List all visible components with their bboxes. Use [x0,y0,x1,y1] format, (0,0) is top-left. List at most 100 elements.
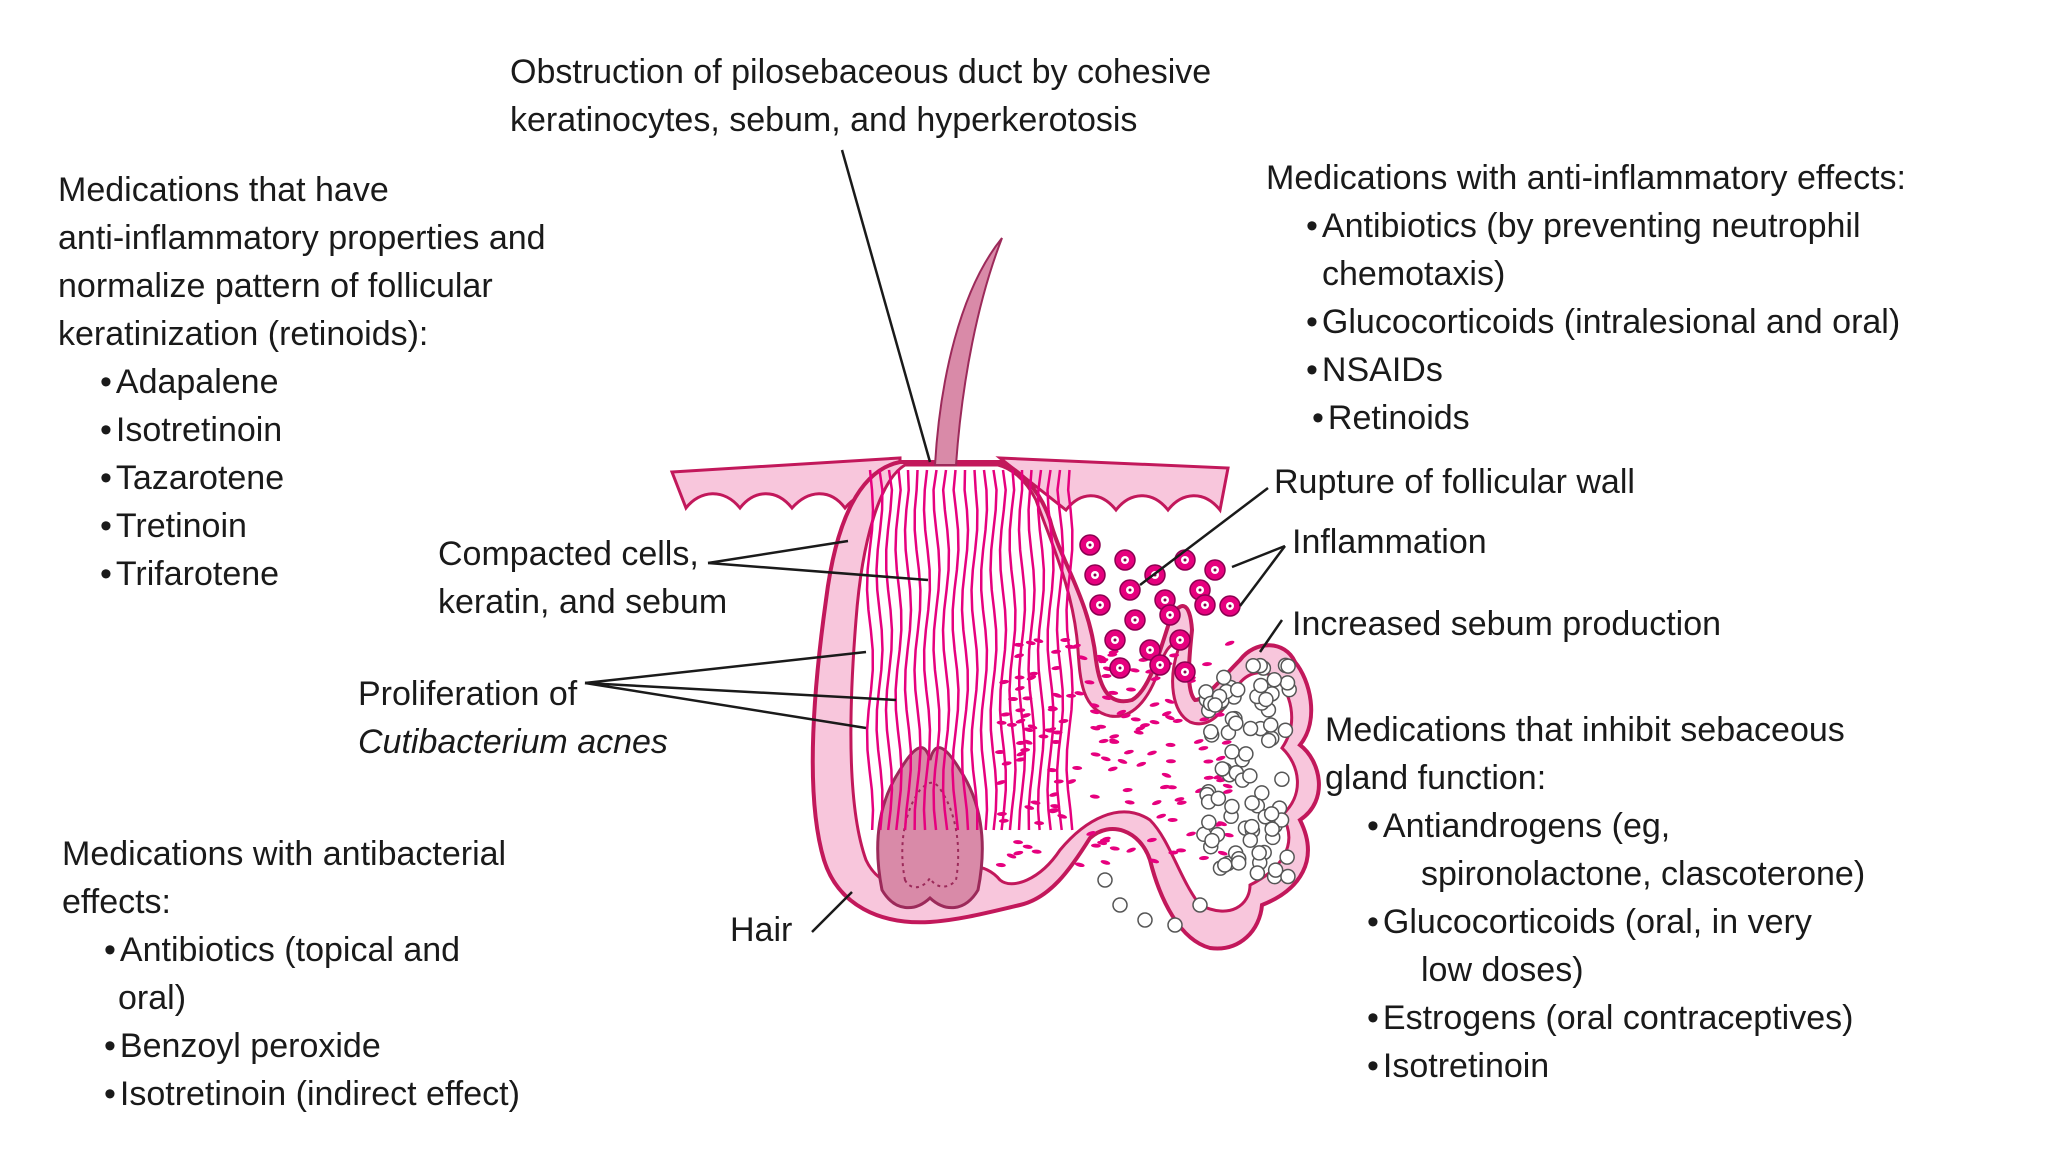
bacteria-dash [1060,637,1071,643]
bacteria-dash [1149,702,1160,707]
neutrophil [1204,559,1226,581]
bacteria-dash [1152,800,1162,806]
bacteria-dash [1167,817,1178,822]
bacteria-dash [1129,668,1140,673]
keratin-strand [865,469,875,831]
hair-bulb [876,746,984,910]
bacteria-dash [1033,638,1044,643]
obstruction-line-2: keratinocytes, sebum, and hyperkerotosis [510,101,1138,139]
antibacterial-box: Medications with antibacterial effects: … [62,830,520,1118]
bacteria-dash [1109,846,1120,851]
keratin-strand [960,469,970,831]
bacteria-dash [1215,755,1226,761]
sebaceous-item: Isotretinoin [1367,1042,1865,1090]
antibacterial-item-cont: oral) [118,979,187,1017]
sebaceous-item-cont: spironolactone, clascoterone) [1421,855,1866,893]
bacteria-dash [1022,739,1033,745]
sebaceous-cell [1201,814,1217,831]
compacted-label: Compacted cells, keratin, and sebum [438,530,727,626]
leader-prolif-3 [584,681,867,730]
hair-bulb-inner [901,781,960,889]
sebaceous-box: Medications that inhibit sebaceous gland… [1325,706,1865,1090]
retinoid-item: Tazarotene [100,454,546,502]
bacteria-dash [1169,653,1180,658]
neutrophil [1124,609,1146,631]
inflammation-label: Inflammation [1292,518,1487,566]
sebaceous-cell [1224,744,1240,760]
keratin-strand [1036,469,1046,831]
keratin-strand [1065,469,1074,831]
sebaceous-cell [1204,832,1220,849]
retinoids-box: Medications that have anti-inflammatory … [58,166,546,598]
retinoid-item: Adapalene [100,358,546,406]
proliferation-line: Proliferation of [358,675,578,713]
bacteria-dash [1101,836,1111,842]
bacteria-dash [1161,711,1172,717]
keratin-strands [865,469,1074,831]
bacteria-dash [1125,687,1136,692]
bacteria-dash [1165,715,1175,721]
bacteria-dash [1198,746,1209,751]
bacteria-dash [1221,740,1232,745]
bacteria-dash [1176,848,1187,853]
bacteria-dash [1100,860,1111,865]
bacteria-dash [1136,761,1147,767]
retinoid-item: Trifarotene [100,550,546,598]
sebaceous-cell [1262,717,1279,733]
anti-inflammatory-item: Retinoids [1306,394,1906,442]
bacteria-dash [1100,756,1111,762]
bacteria-dash [1015,757,1026,762]
bacteria-dash [1025,640,1036,646]
sebaceous-cell [1267,862,1284,878]
bacteria-dashes [995,637,1235,868]
bacteria-dash [1066,779,1077,784]
bacteria-dash [1051,649,1062,654]
bacteria-dash [1149,720,1160,725]
sebaceous-heading-1: Medications that inhibit sebaceous [1325,711,1845,749]
bacteria-dash [1156,813,1167,819]
bacteria-dash [1165,742,1176,747]
hair-label: Hair [730,906,792,954]
bacteria-dash [1034,821,1045,826]
neutrophil [1119,579,1141,601]
bacteria-dash [1013,642,1024,647]
bacteria-dash [1077,655,1088,661]
anti-inflammatory-item: Antibiotics (by preventing neutrophil [1306,202,1906,250]
bacteria-dash [1074,691,1085,696]
leader-sebum [1258,619,1284,653]
sebaceous-cell [1203,724,1219,740]
sebum-label: Increased sebum production [1292,600,1721,648]
bacteria-dash [1224,640,1235,646]
bacteria-dash [1174,797,1185,802]
neutrophil [1104,629,1126,651]
anti-inflammatory-item: NSAIDs [1306,346,1906,394]
bacteria-dash [1052,692,1062,698]
leader-compacted-1 [707,539,849,565]
keratin-strand [998,469,1008,831]
sebaceous-heading-2: gland function: [1325,759,1547,797]
bacteria-dash [1024,805,1035,810]
bacteria-dash [1046,727,1057,733]
bacteria-dash [1047,768,1058,773]
keratin-strand [941,469,951,831]
neutrophil [1139,639,1161,661]
bacteria-dash [1090,725,1101,731]
leader-inflam-1 [1231,544,1286,569]
bacteria-dash [1058,719,1069,724]
bacteria-dash [1072,765,1083,770]
sebaceous-cells [1097,657,1297,933]
bacteria-dash [1014,653,1024,658]
hair-label-text: Hair [730,911,793,949]
leader-prolif-1 [584,650,867,685]
sebaceous-cell [1274,771,1290,787]
bacteria-dash [1223,832,1234,838]
sebaceous-cell [1244,795,1260,811]
bacteria-dash [1165,759,1176,764]
bacteria-dash [1203,759,1214,764]
bacteria-dash [1096,654,1107,660]
bacteria-dash [1222,783,1233,789]
bacteria-dash [1015,718,1026,724]
retinoids-heading-3: normalize pattern of follicular [58,267,493,305]
sebaceous-cell [1137,912,1153,928]
